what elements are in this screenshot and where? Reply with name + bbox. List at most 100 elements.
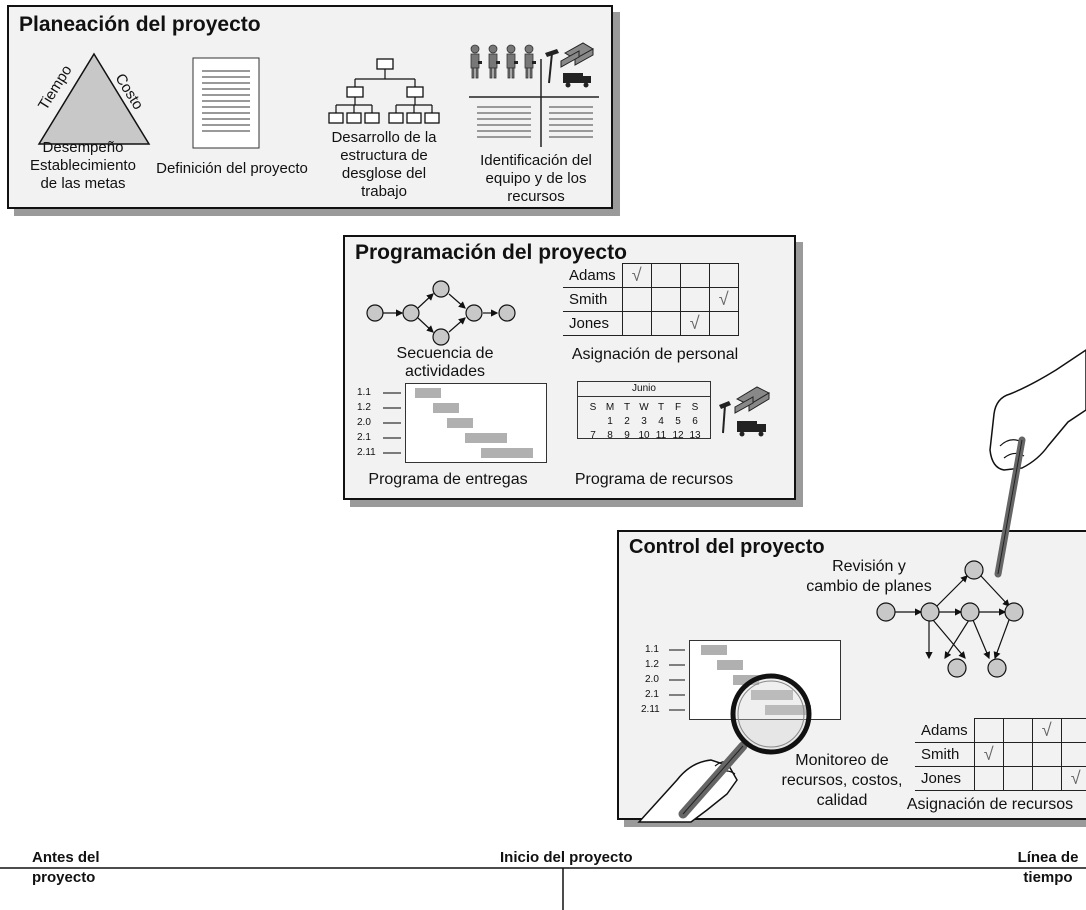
calendar-date: 7 [590, 429, 596, 441]
resources-label: Programa de recursos [574, 471, 734, 488]
staff-name: Smith [563, 287, 623, 312]
delivery-label: Programa de entregas [368, 471, 528, 488]
resource-label: Asignación de recursos [906, 796, 1074, 813]
gantt-bar [415, 388, 441, 398]
control-panel: Control del proyecto Revisión y cambio d… [617, 530, 1086, 823]
resource-name: Smith [915, 742, 975, 767]
staff-name: Jones [563, 311, 623, 336]
staff-cell [650, 311, 681, 336]
team-resources-icon [469, 42, 599, 147]
calendar-date: 9 [624, 429, 630, 441]
goals-label-2: de las metas [40, 175, 126, 192]
resource-cell [1060, 718, 1086, 743]
calendar-date [585, 414, 602, 428]
gantt-bar [701, 645, 727, 655]
resource-cell [1002, 742, 1033, 767]
sequence-label-1: Secuencia de [396, 345, 494, 362]
resource-cell [1002, 766, 1033, 791]
resource-row: Jones √ [915, 766, 1086, 791]
planning-panel: Planeación del proyecto Tiempo Costo Des… [7, 5, 613, 209]
calendar-date: 6 [692, 415, 698, 427]
staff-cell [621, 287, 652, 312]
gantt-row-label: 2.0 [357, 417, 371, 428]
calendar-date: 8 [607, 429, 613, 441]
calendar-date: 10 [638, 429, 650, 441]
staff-label: Asignación de personal [571, 346, 739, 363]
start-label: Inicio del proyecto [500, 849, 633, 866]
staff-cell [650, 263, 681, 288]
staff-cell [650, 287, 681, 312]
team-label-3: recursos [507, 188, 565, 205]
resource-row: Smith √ [915, 742, 1086, 767]
resource-table: Adams √ Smith √ Jones √ [915, 718, 1086, 791]
magnifier-hand-icon [637, 673, 812, 823]
gantt-row-label: 1.2 [645, 659, 659, 670]
tools-truck-icon [719, 386, 771, 437]
gantt-bar [717, 660, 743, 670]
gantt-bar [465, 433, 507, 443]
gantt-row-label: 2.11 [357, 447, 376, 458]
staff-row: Smith √ [563, 287, 739, 312]
staff-row: Jones √ [563, 311, 739, 336]
resource-cell [1031, 766, 1062, 791]
control-title: Control del proyecto [629, 536, 825, 558]
resource-cell: √ [1031, 718, 1062, 743]
calendar-date: 11 [655, 429, 667, 441]
staff-cell [708, 263, 739, 288]
calendar-day: T [657, 401, 665, 413]
wbs-label-1: Desarrollo de la [331, 129, 437, 146]
calendar-date: 1 [607, 415, 613, 427]
delivery-gantt: 1.1 1.2 2.0 2.1 2.11 [357, 383, 547, 463]
sequence-label-2: actividades [404, 363, 486, 380]
staff-cell [679, 287, 710, 312]
calendar-day: S [589, 401, 597, 413]
gantt-row-label: 2.11 [641, 704, 660, 715]
staff-table: Adams √ Smith √ Jones √ [563, 263, 739, 336]
resource-cell [973, 766, 1004, 791]
calendar-day: T [623, 401, 631, 413]
calendar-date: 3 [641, 415, 647, 427]
calendar-date: 2 [624, 415, 630, 427]
calendar-date: 5 [675, 415, 681, 427]
gantt-row-label: 1.1 [645, 644, 659, 655]
resource-cell [1031, 742, 1062, 767]
pencil-hand-icon [989, 349, 1086, 578]
calendar-day: S [691, 401, 699, 413]
resource-cell: √ [973, 742, 1004, 767]
definition-label: Definición del proyecto [156, 160, 308, 177]
gantt-bar [765, 705, 811, 715]
timeline-axis [0, 867, 1086, 910]
resource-cell [1060, 742, 1086, 767]
revision-label-2: cambio de planes [806, 578, 932, 595]
revision-label-1: Revisión y [832, 558, 906, 575]
before-label-1: Antes del [32, 849, 100, 866]
planning-title: Planeación del proyecto [19, 13, 261, 36]
gantt-bar [433, 403, 459, 413]
wbs-label-3: desglose del [341, 165, 427, 182]
staff-cell: √ [621, 263, 652, 288]
resource-row: Adams √ [915, 718, 1086, 743]
staff-cell [708, 311, 739, 336]
resource-cell [973, 718, 1004, 743]
gantt-ticks [383, 392, 401, 454]
document-icon [192, 57, 260, 149]
staff-name: Adams [563, 263, 623, 288]
team-label-1: Identificación del [480, 152, 592, 169]
resource-name: Jones [915, 766, 975, 791]
gantt-bar [481, 448, 533, 458]
staff-cell: √ [708, 287, 739, 312]
gantt-row-label: 1.1 [357, 387, 371, 398]
staff-cell: √ [679, 311, 710, 336]
gantt-row-label: 2.1 [357, 432, 371, 443]
gantt-ticks [669, 649, 685, 711]
calendar-date: 4 [658, 415, 664, 427]
gantt-row-label: 2.1 [645, 689, 659, 700]
calendar-date: 12 [672, 429, 684, 441]
staff-cell [621, 311, 652, 336]
activity-network-icon [366, 280, 516, 346]
gantt-bar [751, 690, 793, 700]
resource-cell [1002, 718, 1033, 743]
wbs-label-2: estructura de [340, 147, 428, 164]
monitor-label-3: calidad [816, 792, 868, 809]
monitor-label-1: Monitoreo de [795, 752, 889, 769]
